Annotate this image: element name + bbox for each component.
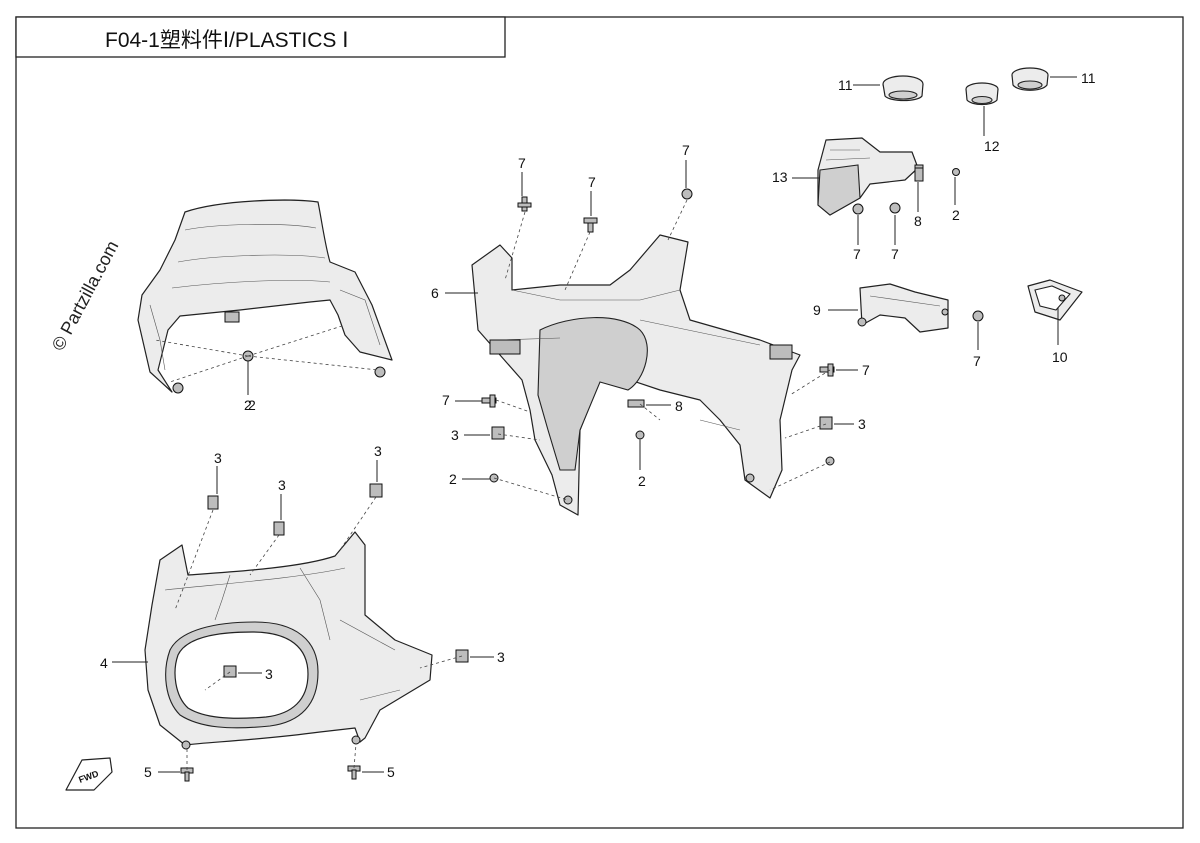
clip-3-center-right[interactable]: [819, 416, 833, 430]
diagram-title: F04-1塑料件Ⅰ/PLASTICS Ⅰ: [105, 29, 348, 52]
screw-7-f[interactable]: [852, 203, 864, 215]
callout-label[interactable]: 2: [449, 471, 457, 487]
clip-3-center-left[interactable]: [491, 426, 505, 440]
callout-label[interactable]: 3: [497, 649, 505, 665]
callout-label[interactable]: 2: [952, 207, 960, 223]
part-grommet-11-right[interactable]: [1011, 67, 1049, 91]
callout-label[interactable]: 7: [518, 155, 526, 171]
nut-2-center[interactable]: [635, 430, 645, 440]
part-front-fairing[interactable]: [144, 531, 433, 750]
callout-label[interactable]: 5: [387, 764, 395, 780]
callout-label[interactable]: 7: [862, 362, 870, 378]
callout-label[interactable]: 11: [838, 77, 853, 93]
part-inner-panel[interactable]: [471, 234, 801, 516]
callout-label[interactable]: 4: [100, 655, 108, 671]
part-bracket-13[interactable]: [817, 137, 960, 216]
callout-label[interactable]: 10: [1052, 349, 1068, 365]
callout-label[interactable]: 3: [858, 416, 866, 432]
screw-7-c[interactable]: [681, 188, 693, 200]
clip-8-upper[interactable]: [914, 167, 924, 182]
callout-label[interactable]: 8: [914, 213, 922, 229]
callout-label[interactable]: 7: [588, 174, 596, 190]
clip-3-fairing-a[interactable]: [207, 495, 219, 510]
clip-3-fairing-b[interactable]: [273, 521, 285, 536]
callout-label[interactable]: 2: [248, 397, 256, 413]
screw-7-d[interactable]: [481, 394, 497, 408]
clip-8-center[interactable]: [627, 399, 645, 408]
callout-label[interactable]: 3: [451, 427, 459, 443]
part-windshield-frame[interactable]: [137, 199, 393, 394]
callout-label[interactable]: 3: [265, 666, 273, 682]
callout-label[interactable]: 3: [214, 450, 222, 466]
callout-label[interactable]: 6: [431, 285, 439, 301]
callout-label[interactable]: 13: [772, 169, 788, 185]
callout-label[interactable]: 5: [144, 764, 152, 780]
callout-label[interactable]: 8: [675, 398, 683, 414]
part-grommet-12[interactable]: [965, 82, 999, 106]
callout-label[interactable]: 3: [278, 477, 286, 493]
part-bracket-9[interactable]: [857, 283, 949, 333]
callout-label[interactable]: 7: [853, 246, 861, 262]
callout-label[interactable]: 7: [442, 392, 450, 408]
callout-label[interactable]: 7: [973, 353, 981, 369]
forward-direction-arrow: FWD: [65, 757, 113, 791]
callout-label: 2: [244, 397, 252, 413]
title-block: F04-1塑料件Ⅰ/PLASTICS Ⅰ: [15, 16, 506, 58]
nut-2-right[interactable]: [825, 456, 835, 466]
clip-3-fairing-d[interactable]: [223, 665, 237, 678]
clip-3-fairing-c[interactable]: [369, 483, 383, 498]
screw-7-g[interactable]: [889, 202, 901, 214]
watermark-text: © Partzilla.com: [48, 237, 123, 353]
callout-label[interactable]: 7: [891, 246, 899, 262]
screw-7-e[interactable]: [819, 363, 835, 377]
diagram-frame: [15, 16, 1184, 829]
screw-7-a[interactable]: [517, 196, 532, 212]
callout-label[interactable]: 3: [374, 443, 382, 459]
part-grommet-11-left[interactable]: [882, 75, 924, 102]
callout-label[interactable]: 2: [638, 473, 646, 489]
callout-label[interactable]: 7: [682, 142, 690, 158]
screw-7-h[interactable]: [972, 310, 984, 322]
screw-7-b[interactable]: [583, 217, 598, 233]
callout-label[interactable]: 11: [1081, 70, 1096, 86]
callout-label[interactable]: 9: [813, 302, 821, 318]
part-cover-plate-10[interactable]: [1027, 279, 1083, 321]
callout-label[interactable]: 12: [984, 138, 1000, 154]
